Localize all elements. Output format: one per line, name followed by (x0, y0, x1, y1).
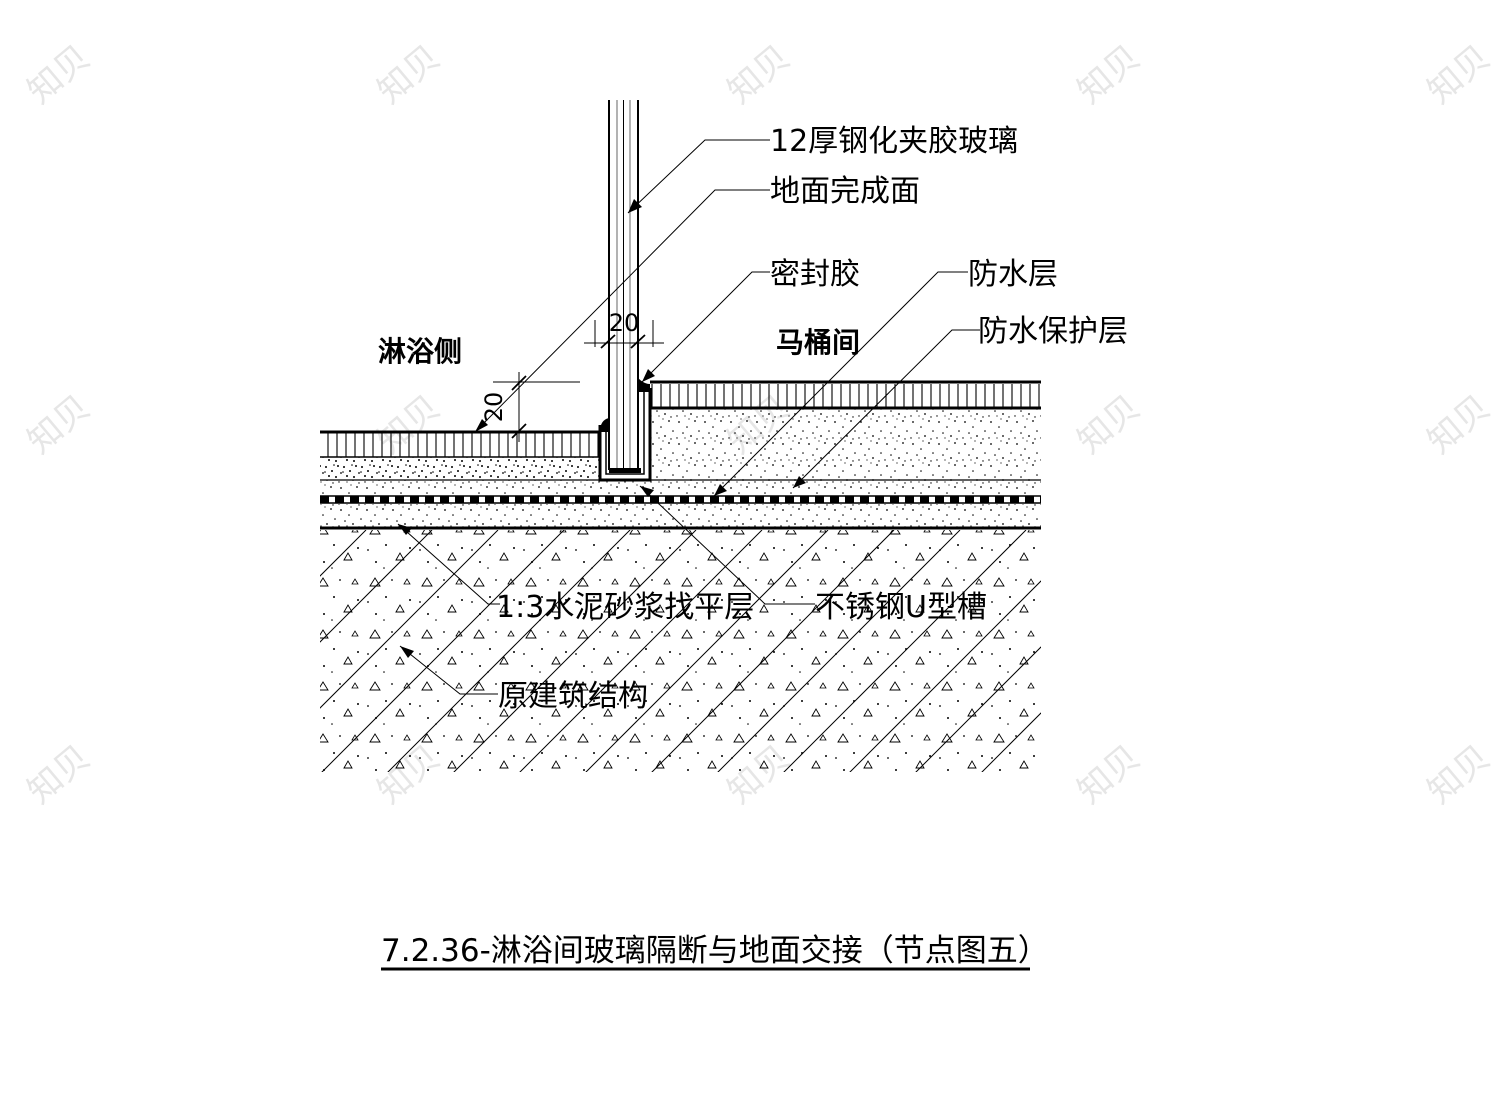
hatch-line (453, 530, 697, 772)
watermark-mark: 知贝 (1420, 38, 1498, 112)
dimension-width-label: 20 (609, 309, 640, 337)
label-waterproof-protect: 防水保护层 (978, 314, 1128, 349)
shower-side-floor (320, 430, 600, 480)
label-u-channel: 不锈钢U型槽 (815, 590, 987, 625)
watermark-mark: 知贝 (1070, 38, 1148, 112)
mortar-layer (320, 504, 1041, 530)
watermark-mark: 知贝 (20, 38, 98, 112)
hatch-line (519, 530, 763, 772)
watermark-mark: 知贝 (720, 38, 798, 112)
label-sealant: 密封胶 (770, 257, 860, 292)
watermark-mark: 知贝 (1420, 388, 1498, 462)
hatch-line (915, 646, 1041, 772)
building-structure (50, 530, 1290, 780)
dimension-height: 20 (480, 372, 580, 442)
watermark-mark: 知贝 (20, 388, 98, 462)
label-glass: 12厚钢化夹胶玻璃 (770, 124, 1018, 159)
hatch-line (50, 530, 300, 780)
label-mortar: 1:3水泥砂浆找平层 (496, 590, 754, 625)
hatch-line (387, 530, 631, 772)
hatch-line (320, 530, 499, 709)
watermark-mark: 知贝 (1420, 738, 1498, 812)
waterproof-protect-layer (320, 479, 1041, 496)
hatch-line (320, 530, 433, 643)
label-waterproof: 防水层 (968, 257, 1058, 292)
dimension-width: 20 (584, 309, 664, 349)
toilet-side-floor (650, 380, 1041, 480)
hatch-line (849, 580, 1041, 772)
dimension-height-label: 20 (480, 392, 508, 423)
hatch-line (981, 712, 1041, 772)
hatch-line (1040, 530, 1290, 780)
leader-arrows (398, 199, 806, 658)
title-text: 7.2.36-淋浴间玻璃隔断与地面交接（节点图五） (381, 933, 1049, 969)
label-shower-side: 淋浴侧 (378, 335, 462, 368)
sealant-beads (600, 378, 650, 432)
hatch-line (651, 530, 895, 772)
hatch-line (585, 530, 829, 772)
hatch-line (783, 530, 1027, 772)
drawing-title: 7.2.36-淋浴间玻璃隔断与地面交接（节点图五） (381, 933, 1049, 971)
hatch-line (321, 530, 565, 772)
label-toilet-room: 马桶间 (776, 326, 860, 359)
leader-lines (397, 139, 980, 695)
label-floor-finish: 地面完成面 (770, 174, 920, 209)
hatch-line (717, 530, 961, 772)
watermark-mark: 知贝 (1070, 388, 1148, 462)
waterproof-layer (320, 495, 1041, 504)
watermark-mark: 知贝 (20, 738, 98, 812)
label-structure: 原建筑结构 (498, 679, 648, 714)
u-channel (598, 388, 652, 482)
glass-panel (608, 100, 639, 471)
hatch-line (320, 530, 367, 577)
watermark-mark: 知贝 (1070, 738, 1148, 812)
watermark-mark: 知贝 (370, 38, 448, 112)
